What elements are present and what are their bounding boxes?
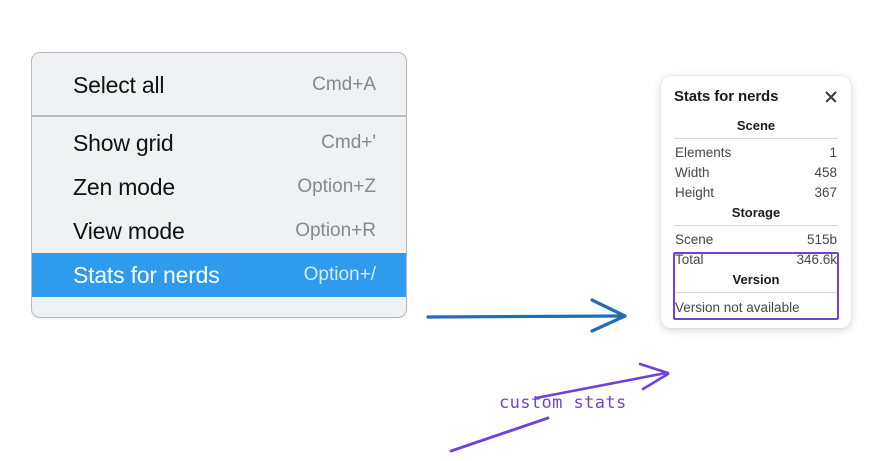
- stats-panel-header: Stats for nerds: [672, 88, 840, 105]
- menu-item-select-all[interactable]: Select all Cmd+A: [32, 63, 406, 107]
- stats-for-nerds-panel: Stats for nerds Scene Elements 1 Width 4…: [661, 76, 851, 328]
- stat-key: Width: [675, 164, 710, 180]
- section-rule: [674, 292, 838, 293]
- menu-item-label: View mode: [73, 217, 185, 244]
- stat-value: 1: [829, 144, 837, 160]
- stat-key: Total: [675, 251, 704, 267]
- menu-item-label: Show grid: [73, 129, 174, 156]
- stat-version-value: Version not available: [675, 300, 800, 315]
- section-rule: [674, 138, 838, 139]
- stat-row-width: Width 458: [672, 162, 840, 182]
- menu-item-view-mode[interactable]: View mode Option+R: [32, 209, 406, 253]
- menu-item-shortcut: Option+/: [303, 264, 376, 285]
- stat-row-elements: Elements 1: [672, 142, 840, 162]
- menu-section-top: Select all Cmd+A: [32, 59, 406, 111]
- menu-item-zen-mode[interactable]: Zen mode Option+Z: [32, 165, 406, 209]
- section-heading-version: Version: [732, 272, 780, 287]
- stat-value: 515b: [806, 231, 837, 247]
- section-heading-storage: Storage: [731, 205, 781, 220]
- menu-item-show-grid[interactable]: Show grid Cmd+': [32, 121, 406, 165]
- menu-divider: [32, 115, 406, 117]
- stat-key: Height: [675, 184, 715, 200]
- menu-item-shortcut: Option+Z: [297, 176, 376, 197]
- stat-key: Elements: [675, 144, 732, 160]
- menu-item-label: Zen mode: [73, 173, 175, 200]
- purple-underline-stroke: [449, 416, 550, 453]
- menu-item-stats-for-nerds[interactable]: Stats for nerds Option+/: [32, 253, 406, 297]
- menu-item-shortcut: Cmd+A: [312, 74, 376, 95]
- menu-item-label: Select all: [73, 71, 165, 98]
- section-heading-scene: Scene: [736, 118, 776, 133]
- menu-section-bottom: Show grid Cmd+' Zen mode Option+Z View m…: [32, 117, 406, 317]
- menu-item-label: Stats for nerds: [73, 261, 220, 288]
- stat-key: Scene: [675, 231, 714, 247]
- stat-value: 458: [814, 164, 837, 180]
- stat-row-storage-scene: Scene 515b: [672, 229, 840, 249]
- menu-item-shortcut: Cmd+': [321, 132, 376, 153]
- stat-value: 346.6k: [796, 251, 837, 267]
- stat-row-height: Height 367: [672, 182, 840, 202]
- section-rule: [674, 225, 838, 226]
- stat-value: 367: [814, 184, 837, 200]
- blue-arrow-menu-to-panel: [426, 298, 627, 333]
- close-icon[interactable]: [823, 89, 839, 105]
- stat-row-storage-total: Total 346.6k: [672, 249, 840, 269]
- stats-panel-title: Stats for nerds: [674, 88, 779, 105]
- menu-item-shortcut: Option+R: [295, 220, 376, 241]
- custom-stats-annotation-label: custom stats: [499, 393, 627, 413]
- canvas-context-menu[interactable]: Select all Cmd+A Show grid Cmd+' Zen mod…: [31, 52, 407, 318]
